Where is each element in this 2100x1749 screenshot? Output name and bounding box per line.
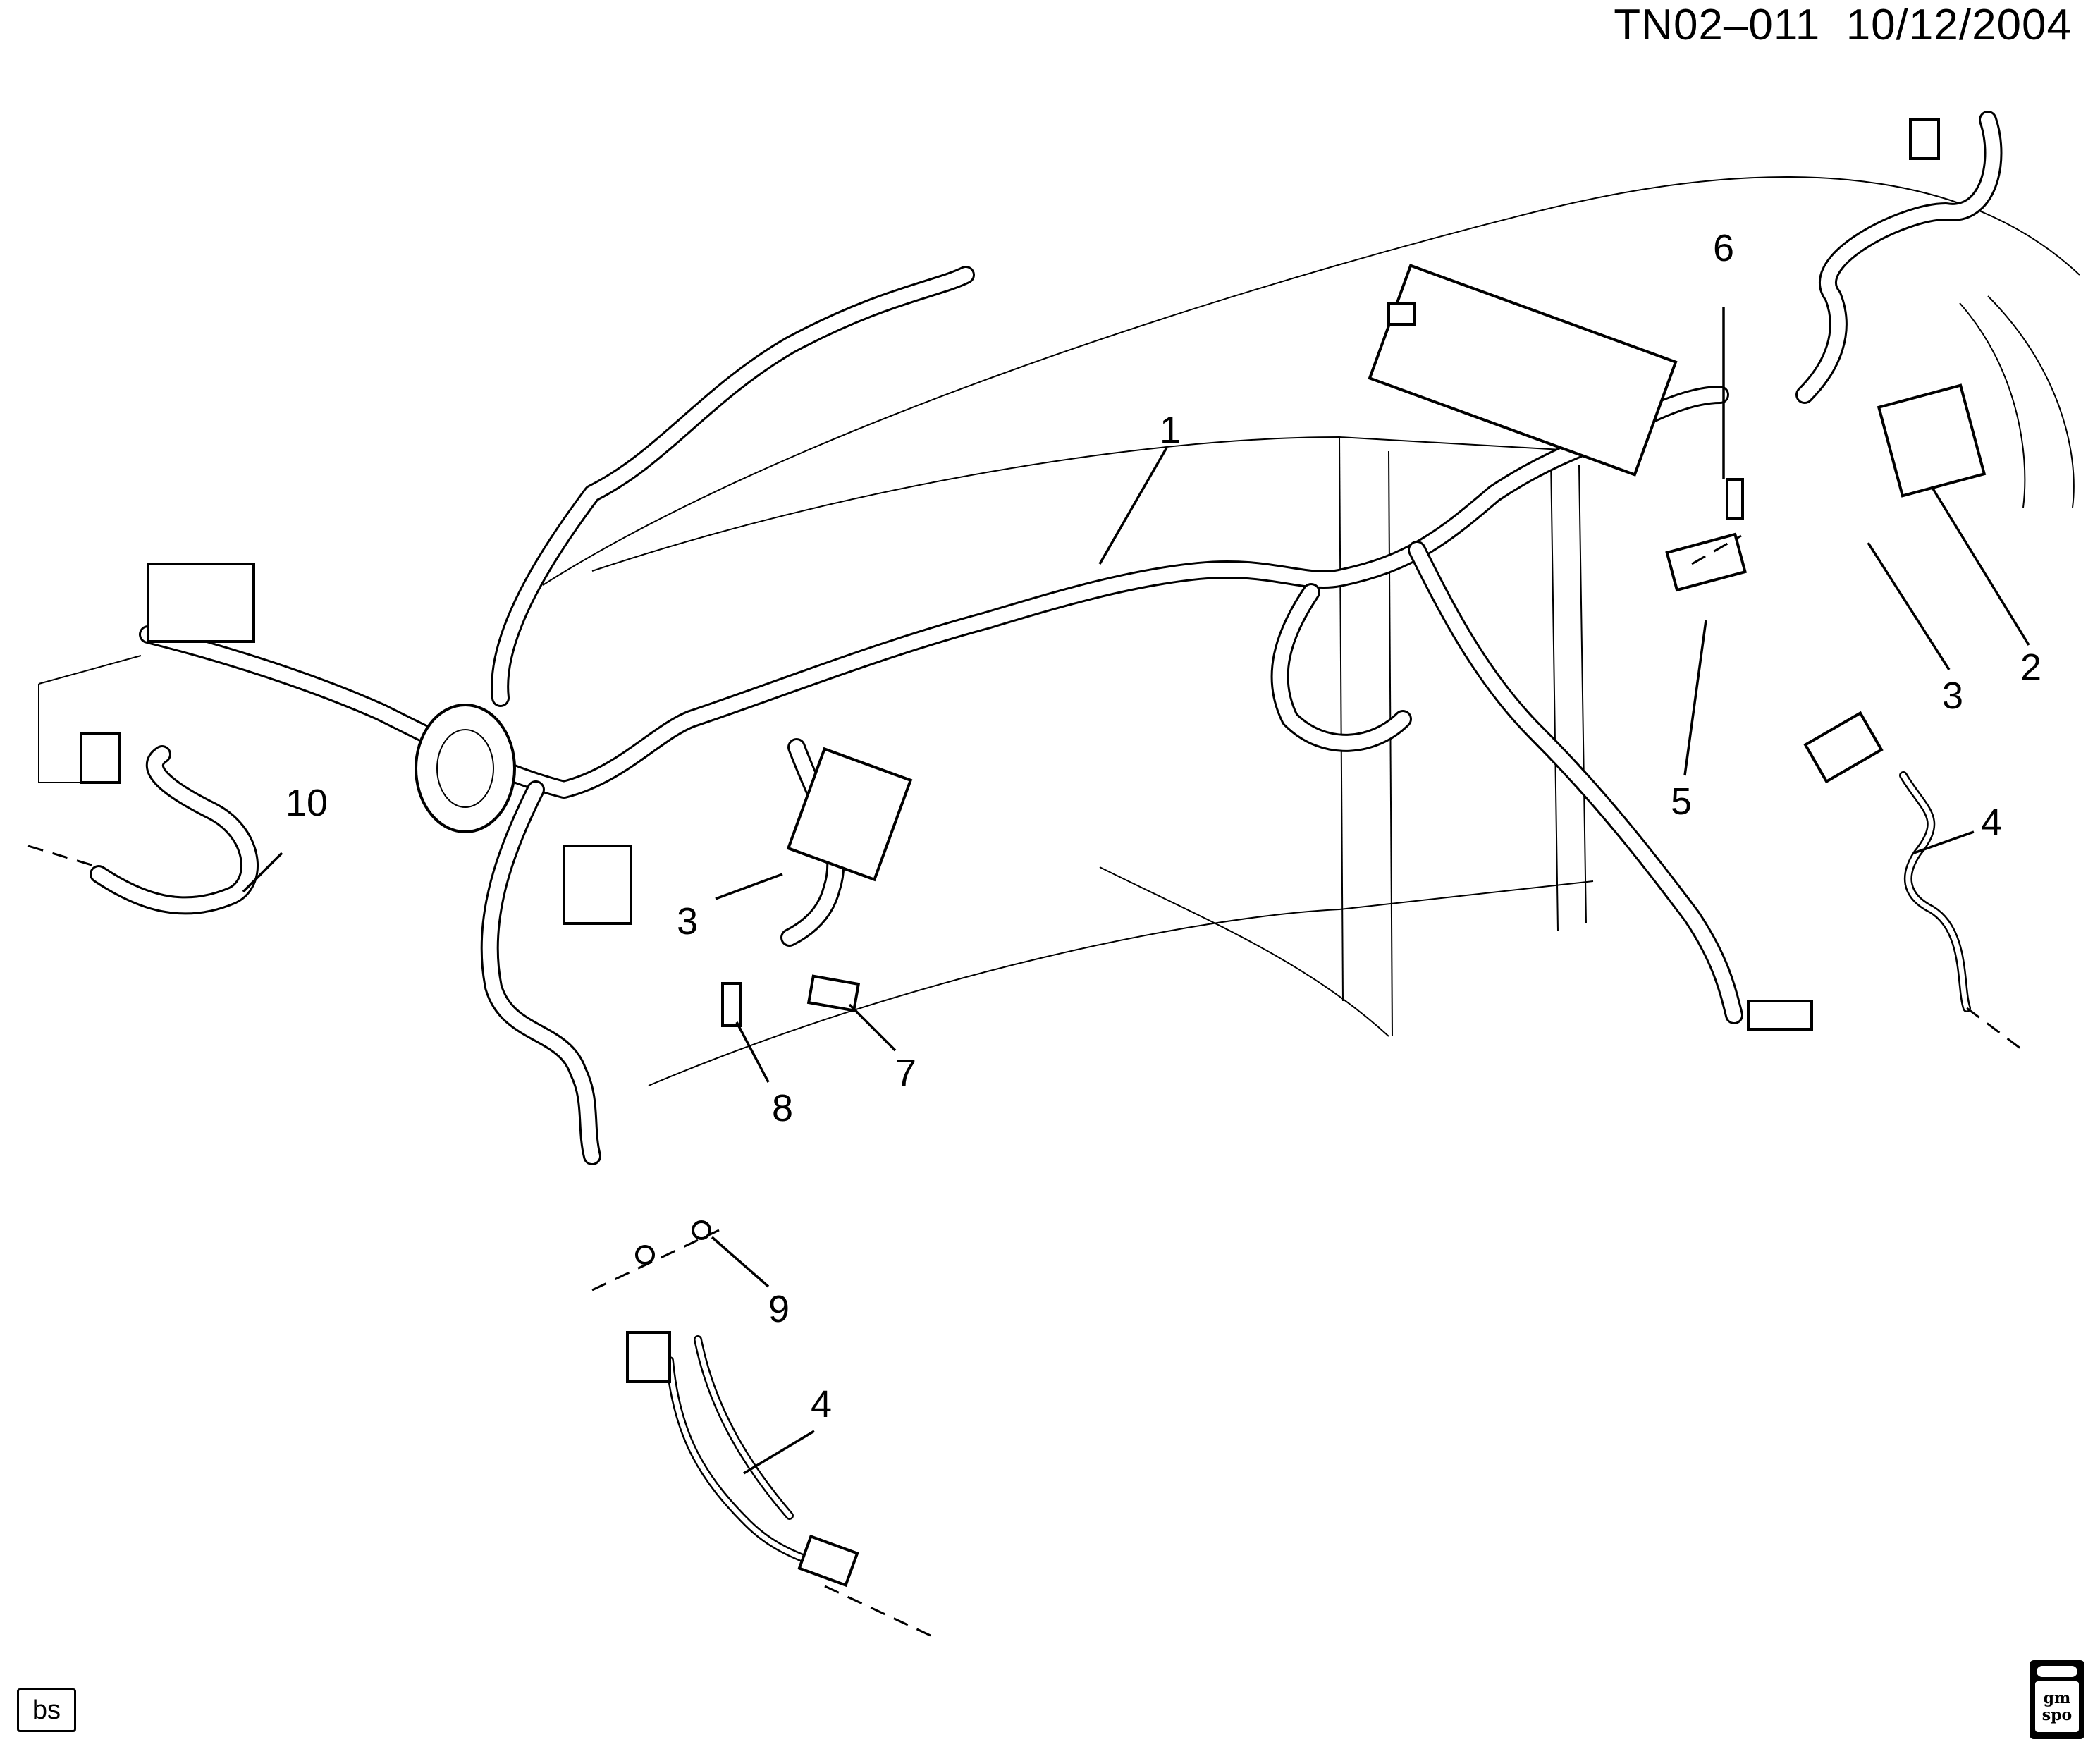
grommet-ring xyxy=(415,704,516,833)
leader-lines xyxy=(242,307,2030,1475)
callout-6: 6 xyxy=(1713,227,1734,269)
harness-4-lower-connector xyxy=(626,1331,671,1383)
callout-labels: 1 2 3 3 4 4 5 6 7 8 9 10 xyxy=(285,227,2041,1425)
upper-right-connector xyxy=(1909,118,1940,160)
grommet-9 xyxy=(692,1220,711,1240)
harness-4-right xyxy=(1803,711,1971,1012)
instrument-panel-outline xyxy=(542,176,2080,1086)
callout-3-right: 3 xyxy=(1942,675,1963,717)
callout-10: 10 xyxy=(285,782,328,824)
bracket-5 xyxy=(1665,532,1747,592)
junction-connector xyxy=(563,845,632,925)
corner-badge: bs xyxy=(17,1688,76,1732)
screw-8 xyxy=(721,982,742,1027)
callout-7: 7 xyxy=(895,1052,916,1094)
callout-2: 2 xyxy=(2020,646,2041,689)
harness-4-lower xyxy=(626,1331,859,1588)
logo-line-2: spo xyxy=(2041,1706,2073,1724)
fuse-block xyxy=(147,563,255,643)
reference-lines xyxy=(27,534,2024,1637)
top-connector xyxy=(1387,302,1416,326)
grommet-9b xyxy=(635,1245,655,1265)
callout-8: 8 xyxy=(772,1087,793,1129)
components xyxy=(147,118,1987,1265)
clip-7 xyxy=(806,974,861,1012)
callout-3-left: 3 xyxy=(677,900,698,943)
harness-4-lower-plug xyxy=(797,1534,859,1588)
diagram-code: TN02–011 xyxy=(1614,1,1821,49)
module-connector xyxy=(786,747,913,882)
harness-4-right-connector xyxy=(1803,711,1884,784)
connector-2 xyxy=(1877,383,1987,498)
logo-line-1: gm xyxy=(2043,1689,2071,1707)
callout-5: 5 xyxy=(1671,780,1692,823)
callout-4-right: 4 xyxy=(1981,802,2002,844)
right-lower-connector xyxy=(1747,1000,1813,1031)
radio-module xyxy=(1368,264,1678,477)
diagram-header: TN02–011 10/12/2004 xyxy=(1614,0,2072,50)
diagram-date: 10/12/2004 xyxy=(1846,1,2072,49)
callout-9: 9 xyxy=(768,1288,790,1330)
main-harness xyxy=(139,111,2003,1165)
harness-10 xyxy=(38,655,259,915)
harness-10-connector xyxy=(80,732,121,784)
gm-spo-logo: gm spo xyxy=(2030,1660,2084,1739)
callout-1: 1 xyxy=(1160,409,1181,451)
bolt-6 xyxy=(1726,478,1744,520)
callout-4-lower: 4 xyxy=(811,1383,832,1425)
